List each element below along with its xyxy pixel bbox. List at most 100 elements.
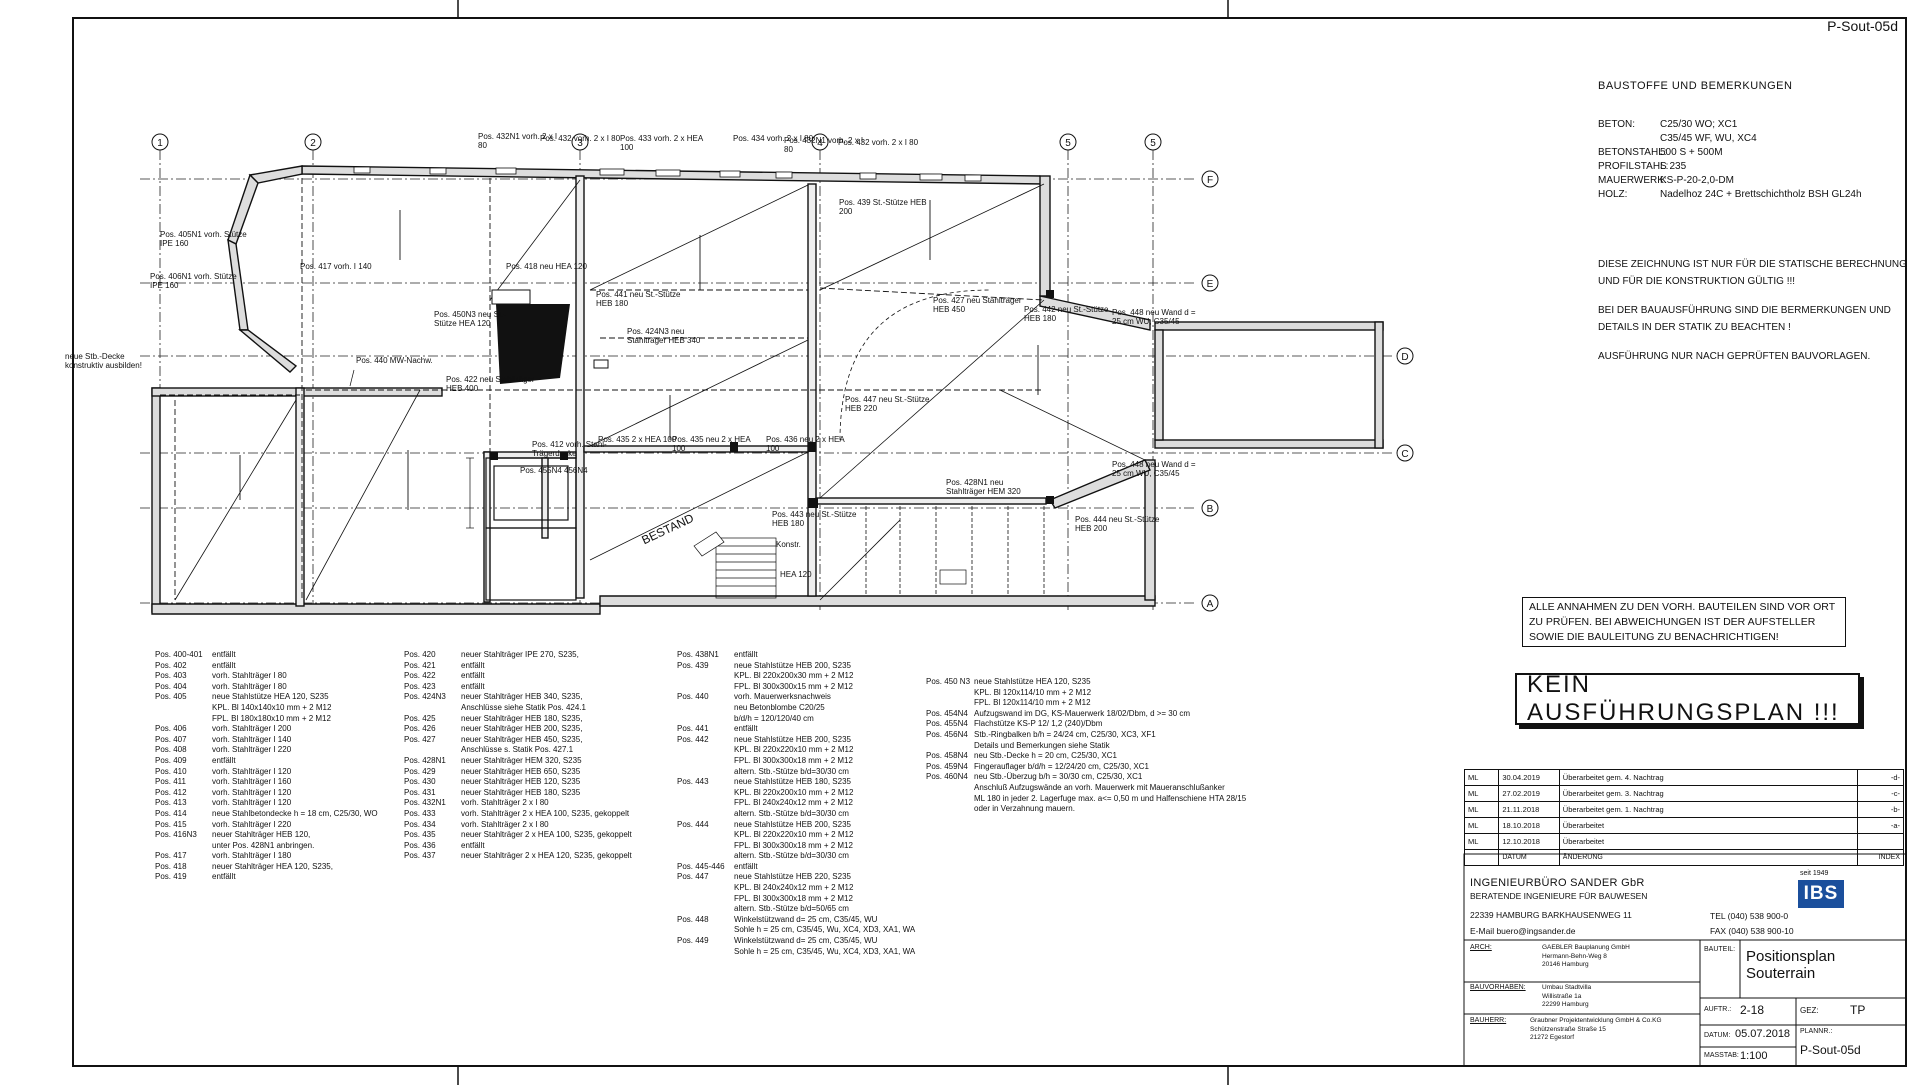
legend-text: vorh. Mauerwerksnachweis xyxy=(734,692,831,702)
legend-position: Pos. 440 xyxy=(677,692,709,702)
legend-row: KPL. Bl 220x220x10 mm + 2 M12 xyxy=(677,745,927,756)
legend-text: KPL. Bl 220x220x10 mm + 2 M12 xyxy=(734,745,854,755)
plan-label: Pos. 422 neu Stahlträger HEB 400 xyxy=(446,375,535,393)
legend-position xyxy=(926,783,974,794)
plan-label: Pos. 442 neu St.-Stütze HEB 180 xyxy=(1024,305,1109,323)
party-role: ARCH: xyxy=(1470,944,1492,951)
material-row: MAUERWERK:KS-P-20-2,0-DM xyxy=(1598,174,1898,188)
legend-row: FPL. Bl 300x300x18 mm + 2 M12 xyxy=(677,756,927,767)
legend-position xyxy=(155,714,212,725)
legend-text: entfällt xyxy=(461,671,485,681)
legend-text: neue Stahlstütze HEB 200, S235 xyxy=(734,819,851,829)
legend-position: Pos. 445-446 xyxy=(677,861,725,871)
legend-text: Winkelstützwand d= 25 cm, C35/45, WU xyxy=(734,936,878,946)
legend-position: Pos. 439 xyxy=(677,660,709,670)
columns xyxy=(490,289,1054,508)
revision-cell: -a- xyxy=(1856,817,1905,834)
office-fax: FAX (040) 538 900-10 xyxy=(1710,926,1794,936)
legend-position: Pos. 423 xyxy=(404,681,436,691)
plan-label: Pos. 417 vorh. I 140 xyxy=(300,262,372,271)
massstab-label: MASSTAB: xyxy=(1704,1052,1739,1059)
elevator-shaft xyxy=(485,457,577,601)
revision-cell: Überarbeitet xyxy=(1558,833,1858,850)
axis-label: 4 xyxy=(817,138,823,149)
legend-position: Pos. 410 xyxy=(155,766,187,776)
grid-axis-C xyxy=(1396,444,1414,462)
office-tel: TEL (040) 538 900-0 xyxy=(1710,911,1789,921)
legend-position xyxy=(926,741,974,752)
plan-label: Pos. 432N1 vorh. 2 x I 80 xyxy=(784,136,864,154)
axis-label: 3 xyxy=(577,138,583,149)
legend-position: Pos. 402 xyxy=(155,660,187,670)
legend-row: KPL. Bl 220x200x10 mm + 2 M12 xyxy=(677,788,927,799)
party-line: Umbau Stadtvilla xyxy=(1542,984,1592,991)
legend-position xyxy=(677,745,734,756)
legend-row: KPL. Bl 120x114/10 mm + 2 M12 xyxy=(926,688,1226,699)
plan-label: Pos. 433 vorh. 2 x HEA 100 xyxy=(620,134,703,152)
legend-position: Pos. 444 xyxy=(677,819,709,829)
legend-text: vorh. Stahlträger I 80 xyxy=(212,681,287,691)
auftr-value: 2-18 xyxy=(1740,1003,1765,1017)
legend-position: Pos. 455N4 xyxy=(926,719,968,729)
material-value: C25/30 WO; XC1 xyxy=(1660,119,1738,130)
grid-axis-E xyxy=(1201,274,1219,292)
material-key: HOLZ: xyxy=(1598,189,1628,200)
legend-position xyxy=(926,794,974,805)
revision-cell: Überarbeitet gem. 4. Nachtrag xyxy=(1558,769,1858,786)
legend-text: altern. Stb.-Stütze b/d=30/30 cm xyxy=(734,851,849,861)
revision-cell: ML xyxy=(1463,801,1500,818)
not-execution-plan-banner: KEIN AUSFÜHRUNGSPLAN !!! xyxy=(1515,671,1860,726)
material-key xyxy=(1598,132,1660,146)
legend-position: Pos. 447 xyxy=(677,872,709,882)
plan-label: Pos. 436 neu 2 x HEA 100 xyxy=(766,435,845,453)
plan-label: Pos. 424N3 neu Stahlträger HEB 340 xyxy=(627,327,701,345)
legend-position xyxy=(677,830,734,841)
legend-position xyxy=(677,841,734,852)
office-since: seit 1949 xyxy=(1800,870,1829,877)
note-approved: AUSFÜHRUNG NUR NACH GEPRÜFTEN BAUVORLAGE… xyxy=(1598,351,1871,362)
legend-position xyxy=(677,756,734,767)
material-value: 500 S + 500M xyxy=(1660,147,1723,158)
bauteil-label: BAUTEIL: xyxy=(1704,946,1736,953)
grid-axis-B xyxy=(1201,499,1219,517)
legend-row: KPL. Bl 220x200x30 mm + 2 M12 xyxy=(677,671,927,682)
legend-text: FPL. Bl 240x240x12 mm + 2 M12 xyxy=(734,798,853,808)
legend-text: Anschlüsse siehe Statik Pos. 424.1 xyxy=(461,702,586,712)
legend-text: entfällt xyxy=(734,650,758,659)
legend-text: neue Stahlstütze HEA 120, S235 xyxy=(212,692,329,702)
plan-label: Pos. 428N1 neu Stahlträger HEM 320 xyxy=(946,478,1021,496)
legend-position: Pos. 420 xyxy=(404,650,436,659)
legend-text: altern. Stb.-Stütze b/d=30/30 cm xyxy=(734,766,849,776)
plan-label: Pos. 435 neu 2 x HEA 100 xyxy=(672,435,751,453)
legend-text: FPL. Bl 300x300x18 mm + 2 M12 xyxy=(734,755,853,765)
legend-text: entfällt xyxy=(212,755,236,765)
axis-label: 5 xyxy=(1065,138,1071,149)
legend-position: Pos. 441 xyxy=(677,724,709,734)
note-statik: BEI DER BAUAUSFÜHRUNG SIND DIE BERMERKUN… xyxy=(1598,305,1891,333)
massstab-value: 1:100 xyxy=(1740,1050,1768,1062)
party-line: 21272 Egestorf xyxy=(1530,1034,1575,1041)
party-line: Hermann-Behn-Weg 8 xyxy=(1542,952,1607,960)
plan-label: Pos. 435 2 x HEA 100 xyxy=(598,435,677,444)
material-row: BETON:C25/30 WO; XC1 xyxy=(1598,118,1898,132)
plan-label: Pos. 448 neu Wand d = 25 cm WU, C35/45 xyxy=(1112,308,1196,326)
legend-position: Pos. 443 xyxy=(677,777,709,787)
revision-header-cell: INDEX xyxy=(1856,849,1905,866)
span-diagonals xyxy=(174,179,1146,601)
material-value: S 235 xyxy=(1660,161,1687,172)
plan-label: Pos. 448 neu Wand d = 25 cm WU, C35/45 xyxy=(1112,460,1196,478)
